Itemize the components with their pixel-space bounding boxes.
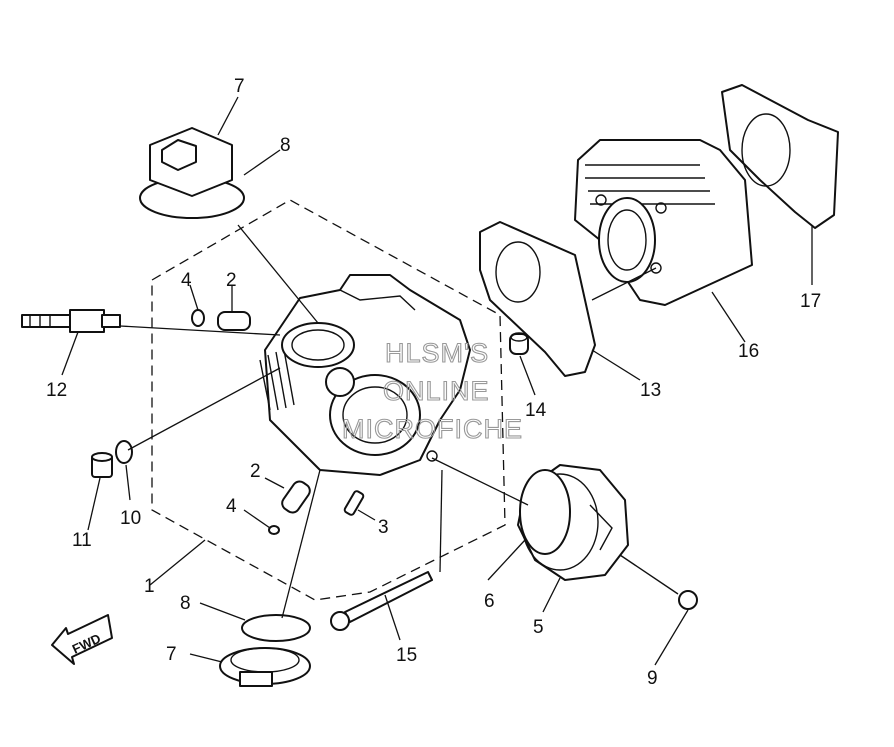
cylinder-head	[259, 274, 471, 476]
callout-8-bottom: 8	[180, 593, 191, 614]
callout-3: 3	[378, 517, 389, 538]
valve-guide-lower	[281, 480, 311, 514]
callout-13: 13	[640, 380, 661, 401]
callout-17: 17	[800, 291, 821, 312]
dowel-pin	[509, 332, 529, 355]
callout-12: 12	[46, 380, 67, 401]
stud-short	[343, 490, 365, 516]
tappet-cap-top	[139, 127, 245, 219]
callout-6: 6	[484, 591, 495, 612]
base-gasket	[721, 84, 839, 229]
clip-lower	[268, 525, 280, 535]
drain-bolt	[91, 452, 113, 478]
head-gasket	[479, 221, 596, 377]
callout-1: 1	[144, 576, 155, 597]
head-gasket-bore	[495, 241, 541, 303]
cylinder-block	[574, 139, 753, 306]
callout-10: 10	[120, 508, 141, 529]
callout-7-bottom: 7	[166, 644, 177, 665]
watermark-line-1: HLSM'S	[385, 338, 489, 368]
watermark-line-3: MICROFICHE	[342, 414, 523, 444]
cover-bolt	[619, 554, 698, 610]
callout-5: 5	[533, 617, 544, 638]
valve-guide-upper	[217, 311, 251, 331]
callout-7-top: 7	[234, 76, 245, 97]
spark-plug	[21, 309, 121, 333]
watermark-line-2: ONLINE	[383, 376, 490, 406]
callout-labels: 7 8 4 2 12 11 10 1 2 4 3 6 5 9 8 7 15 13…	[46, 76, 821, 689]
assembly-outline	[151, 199, 506, 601]
callout-4-lower: 4	[226, 496, 237, 517]
base-gasket-bore	[741, 113, 791, 187]
callout-2-upper: 2	[226, 270, 237, 291]
callout-16: 16	[738, 341, 759, 362]
callout-9: 9	[647, 668, 658, 689]
tappet-cap-bottom	[219, 647, 311, 687]
callout-14: 14	[525, 400, 547, 421]
callout-8-top: 8	[280, 135, 291, 156]
callout-4-upper: 4	[181, 270, 192, 291]
fwd-direction-arrow: FWD	[51, 614, 113, 665]
o-ring-bottom	[241, 614, 311, 642]
watermark: HLSM'S ONLINE MICROFICHE	[341, 337, 523, 444]
callout-2-lower: 2	[250, 461, 261, 482]
cover-o-ring	[519, 469, 571, 555]
stud-bolt	[330, 571, 433, 631]
callout-15: 15	[396, 645, 417, 666]
gasket-washer	[115, 440, 133, 464]
leader-lines	[61, 96, 813, 666]
callout-11: 11	[72, 530, 92, 551]
clip-upper	[191, 309, 205, 327]
